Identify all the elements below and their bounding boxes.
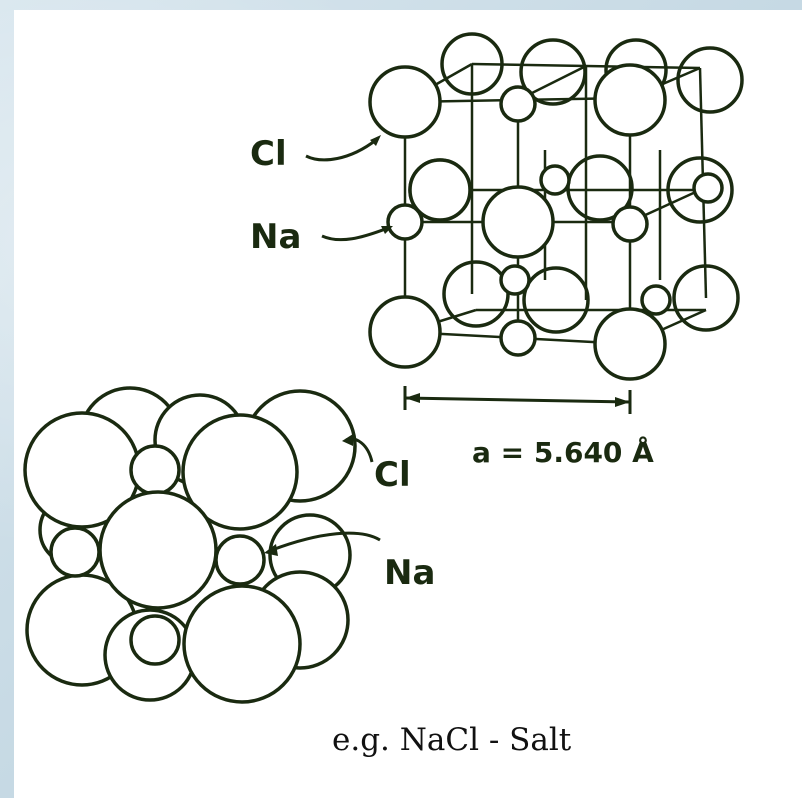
na-sphere xyxy=(611,205,649,243)
cl-sphere xyxy=(181,413,299,531)
lattice-dimension-line xyxy=(403,386,632,414)
packed-spheres-model xyxy=(23,386,381,704)
na-leader-arrow xyxy=(271,531,381,552)
cl-sphere xyxy=(368,65,442,139)
na-sphere xyxy=(49,526,101,578)
lattice-constant-label: a = 5.640 Å xyxy=(472,435,654,469)
na-sphere xyxy=(214,534,266,586)
arrowhead-icon xyxy=(370,135,381,146)
na-leader-arrow xyxy=(321,226,389,242)
cl-sphere xyxy=(368,295,442,369)
front-layer-spheres xyxy=(368,63,667,381)
na-sphere xyxy=(499,319,537,357)
na-label-top: Na xyxy=(250,217,301,257)
cl-sphere xyxy=(522,266,590,334)
cl-leader-arrow xyxy=(305,138,377,162)
na-sphere xyxy=(499,264,531,296)
unit-cell-lattice xyxy=(305,32,744,414)
cl-sphere xyxy=(593,307,667,381)
cl-sphere xyxy=(593,63,667,137)
na-sphere xyxy=(640,284,672,316)
cl-label-bottom: Cl xyxy=(374,455,411,495)
cl-sphere xyxy=(98,490,218,610)
middle-layer-spheres xyxy=(386,158,724,316)
caption: e.g. NaCl - Salt xyxy=(332,722,572,758)
arrowhead-icon xyxy=(405,393,420,403)
na-sphere xyxy=(539,164,571,196)
na-sphere xyxy=(692,172,724,204)
cl-sphere xyxy=(408,158,472,222)
arrowhead-icon xyxy=(615,397,630,407)
na-sphere xyxy=(499,85,537,123)
na-sphere xyxy=(129,444,181,496)
arrowhead-icon xyxy=(381,226,393,234)
na-sphere xyxy=(386,203,424,241)
na-sphere xyxy=(129,614,181,666)
cl-sphere xyxy=(676,46,744,114)
leader-arrows xyxy=(305,138,389,242)
cl-sphere xyxy=(481,185,555,259)
na-label-bottom: Na xyxy=(384,553,435,593)
cl-label-top: Cl xyxy=(250,134,287,174)
cl-sphere xyxy=(182,584,302,704)
arrowhead-icon xyxy=(342,434,353,446)
arrowhead-icon xyxy=(264,544,278,556)
